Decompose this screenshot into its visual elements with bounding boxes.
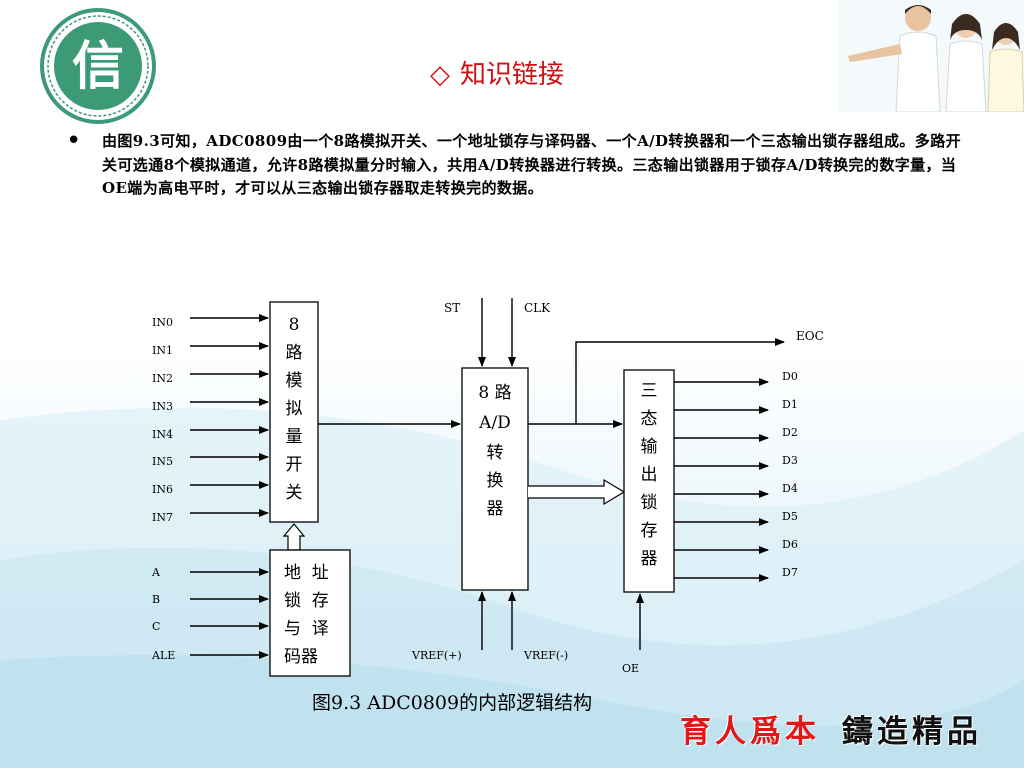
svg-text:器: 器	[487, 499, 504, 519]
input-label: IN2	[152, 372, 173, 385]
slogan-left: 育人爲本	[680, 714, 820, 750]
input-label: IN1	[152, 344, 173, 357]
digital-outputs: D0 D1 D2 D3 D4 D5 D6 D7	[674, 370, 798, 582]
svg-text:开: 开	[286, 455, 303, 475]
output-label: D7	[782, 566, 798, 579]
eoc-label: EOC	[796, 329, 824, 343]
st-label: ST	[444, 301, 460, 315]
output-label: D2	[782, 426, 798, 439]
input-label: IN4	[152, 428, 173, 441]
body-paragraph: 由图9.3可知，ADC0809由一个8路模拟开关、一个地址锁存与译码器、一个A/…	[102, 132, 961, 197]
address-label: B	[152, 593, 160, 606]
svg-text:模: 模	[286, 371, 303, 391]
clk-label: CLK	[524, 301, 551, 315]
svg-text:拟: 拟	[286, 399, 303, 419]
output-label: D4	[782, 482, 798, 495]
output-label: D1	[782, 398, 798, 411]
latch-label: 地 址 锁 存 与 译 码器	[284, 563, 329, 667]
bullet-icon: •	[66, 126, 82, 156]
input-label: IN0	[152, 316, 173, 329]
address-label: A	[151, 566, 161, 579]
output-latch-block	[623, 369, 675, 593]
svg-text:与 译: 与 译	[284, 619, 329, 639]
svg-text:8: 8	[289, 315, 300, 335]
oe-label: OE	[622, 662, 639, 675]
svg-text:态: 态	[641, 409, 658, 429]
output-label: D6	[782, 538, 798, 551]
input-label: IN3	[152, 400, 173, 413]
svg-text:出: 出	[641, 465, 658, 485]
input-label: IN6	[152, 483, 173, 496]
svg-text:关: 关	[286, 483, 303, 503]
svg-text:换: 换	[487, 471, 504, 491]
svg-text:输: 输	[641, 437, 658, 457]
address-inputs: A B C ALE	[151, 566, 269, 662]
vref-pos-label: VREF(+)	[411, 649, 462, 662]
slide-title: ◇ 知识链接	[430, 54, 564, 91]
footer-slogan: 育人爲本鑄造精品	[680, 706, 982, 751]
vref-neg-label: VREF(-)	[523, 649, 568, 662]
output-label: D0	[782, 370, 798, 383]
svg-text:锁: 锁	[641, 493, 658, 513]
output-label: D3	[782, 454, 798, 467]
address-label: C	[152, 620, 160, 633]
mux-label: 8 路 模 拟 量 开 关	[286, 315, 303, 503]
svg-text:三: 三	[641, 381, 658, 401]
analog-inputs: IN0 IN1 IN2 IN3 IN4 IN5 IN6 IN7	[152, 314, 269, 524]
input-label: IN5	[152, 455, 173, 468]
slide-title-text: 知识链接	[460, 60, 565, 90]
figure-caption: 图9.3 ADC0809的内部逻辑结构	[312, 692, 593, 714]
svg-text:锁 存: 锁 存	[284, 591, 329, 611]
svg-text:存: 存	[641, 521, 658, 541]
output-label: D5	[782, 510, 798, 523]
svg-text:A/D: A/D	[478, 413, 511, 433]
svg-text:码器: 码器	[284, 647, 318, 667]
input-label: IN7	[152, 511, 173, 524]
slogan-right: 鑄造精品	[842, 714, 982, 750]
latch-to-mux-arrow	[282, 523, 306, 551]
adc-block	[461, 367, 529, 591]
adc-label: 8 路 A/D 转 换 器	[478, 383, 511, 519]
address-label: ALE	[151, 649, 175, 662]
svg-text:地 址: 地 址	[284, 563, 329, 583]
diamond-outline-icon: ◇	[430, 60, 450, 90]
logo-character: 信	[72, 36, 124, 97]
analog-mux-block	[269, 301, 319, 523]
svg-text:8 路: 8 路	[478, 383, 511, 403]
svg-text:路: 路	[286, 343, 303, 363]
svg-text:器: 器	[641, 549, 658, 569]
people-illustration	[838, 0, 1024, 112]
school-logo: 信	[40, 8, 156, 124]
svg-text:转: 转	[487, 443, 504, 463]
output-latch-label: 三 态 输 出 锁 存 器	[641, 381, 658, 569]
svg-text:量: 量	[286, 427, 303, 447]
address-latch-block	[269, 549, 351, 677]
adc-to-output-arrow	[528, 478, 626, 506]
